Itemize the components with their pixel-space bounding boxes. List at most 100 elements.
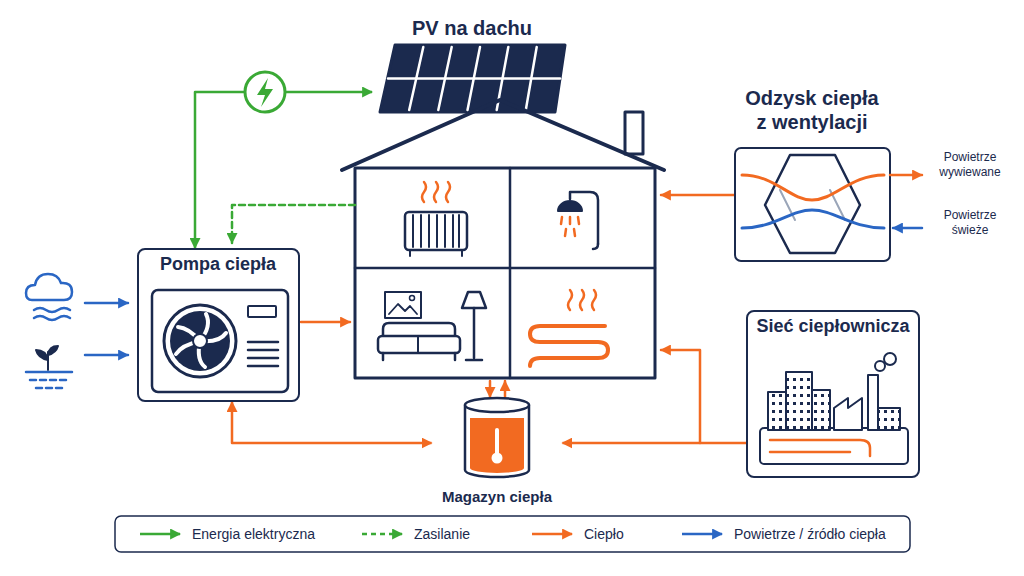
heat-storage-node: Magazyn ciepła bbox=[432, 398, 563, 510]
shower-icon-part bbox=[561, 217, 579, 236]
supply-dashed-line bbox=[232, 205, 355, 243]
radiator-icon-part bbox=[434, 182, 438, 202]
heat-exchanger bbox=[735, 148, 922, 261]
heat-pump-unit-part bbox=[248, 357, 278, 360]
floor-heating-icon-part bbox=[568, 290, 596, 310]
air-source-icon-part bbox=[34, 316, 70, 320]
heat-exchanger-part bbox=[890, 174, 922, 177]
air-source-icon-part bbox=[26, 274, 72, 300]
legend-item: Ciepło bbox=[530, 524, 624, 544]
living-room-icon-part bbox=[382, 353, 385, 360]
floor-heating-icon bbox=[530, 290, 608, 366]
heat-arrow-part bbox=[661, 350, 700, 443]
city-illustration-part bbox=[760, 428, 908, 464]
pv-panel-node: PV na dachu bbox=[372, 12, 572, 118]
pv-panel-part bbox=[380, 45, 565, 112]
node-title: Pompa ciepła bbox=[160, 254, 276, 276]
heat-pump-unit-part bbox=[193, 334, 207, 348]
heat-exchanger-part bbox=[742, 175, 884, 200]
radiator-icon-part bbox=[412, 215, 414, 247]
legend-line bbox=[140, 533, 180, 536]
living-room-icon-part bbox=[410, 296, 415, 301]
living-room-icon-part bbox=[466, 359, 482, 362]
pv-panel-part bbox=[409, 47, 423, 110]
city-illustration-part bbox=[875, 361, 885, 371]
legend-box bbox=[115, 516, 910, 552]
supply-dashed-line-part bbox=[232, 205, 355, 243]
house-part bbox=[355, 168, 655, 378]
heat-arrow-part bbox=[661, 194, 734, 197]
shower-icon-part bbox=[569, 217, 572, 224]
heat-storage-tank-drawing bbox=[465, 398, 529, 477]
legend-item: Powietrze / źródło ciepła bbox=[680, 524, 886, 544]
pv-panel-part bbox=[468, 47, 481, 110]
city-illustration bbox=[760, 353, 908, 464]
living-room-icon-part bbox=[383, 323, 455, 336]
heat-arrow-part bbox=[504, 381, 507, 397]
heat-pump-unit bbox=[152, 290, 288, 392]
city-illustration-part bbox=[884, 353, 896, 365]
heat-pump-unit-part bbox=[248, 365, 278, 368]
heat-storage-tank-drawing-part bbox=[470, 418, 524, 473]
radiator-icon-part bbox=[452, 215, 454, 247]
heat-pump-unit-part bbox=[152, 290, 288, 392]
legend-sample bbox=[360, 527, 406, 541]
shower-icon-part bbox=[574, 229, 575, 236]
source-arrow bbox=[85, 303, 128, 355]
lightning-symbol-part bbox=[257, 78, 273, 107]
city-illustration-part bbox=[768, 392, 786, 430]
radiator-icon-part bbox=[446, 182, 450, 202]
living-room-icon bbox=[378, 292, 486, 360]
node-title: Sieć ciepłownicza bbox=[756, 316, 909, 338]
house-part bbox=[355, 267, 655, 270]
heat-exchanger-part bbox=[893, 227, 922, 230]
legend-line bbox=[532, 533, 572, 536]
legend-line bbox=[682, 533, 722, 536]
radiator-icon-part bbox=[436, 215, 438, 247]
radiator-icon-part bbox=[444, 215, 446, 247]
house-part bbox=[509, 168, 512, 378]
heat-pump-unit-part bbox=[248, 341, 278, 344]
ground-source-icon-part bbox=[26, 372, 72, 388]
heat-pump-unit-part bbox=[248, 306, 276, 317]
legend-box-part bbox=[115, 516, 910, 552]
city-illustration-part bbox=[834, 398, 862, 430]
legend-sample bbox=[530, 527, 576, 541]
radiator-icon-part bbox=[422, 182, 426, 202]
heat-pump-unit-part bbox=[248, 349, 278, 352]
shower-icon-part bbox=[558, 201, 582, 211]
heat-arrow-part bbox=[301, 321, 350, 324]
legend-item: Energia elektryczna bbox=[138, 524, 315, 544]
radiator-icon-part bbox=[428, 215, 430, 247]
house-part bbox=[625, 112, 643, 154]
floor-heating-icon-part bbox=[580, 290, 584, 310]
air-source-icon bbox=[26, 274, 72, 320]
heat-arrow-part bbox=[489, 381, 492, 397]
node-title: Magazyn ciepła bbox=[442, 488, 552, 506]
district-heating-box: Sieć ciepłownicza bbox=[746, 310, 920, 478]
heat-pump-unit-part bbox=[176, 314, 226, 367]
living-room-icon-part bbox=[462, 292, 486, 308]
radiator-icon-part bbox=[409, 250, 411, 256]
heat-pump-unit-part bbox=[170, 311, 230, 371]
heat-pump-box: Pompa ciepła bbox=[137, 248, 300, 402]
node-title: PV na dachu bbox=[412, 16, 532, 40]
ground-source-icon-part bbox=[36, 387, 62, 390]
heat-exchanger-part bbox=[765, 155, 860, 253]
shower-icon bbox=[558, 192, 598, 249]
air-source-icon-part bbox=[34, 308, 70, 312]
shower-icon-part bbox=[578, 217, 579, 224]
legend-text: Ciepło bbox=[584, 526, 624, 542]
shower-icon-part bbox=[561, 217, 562, 224]
node-title: Odzysk ciepła z wentylacji bbox=[740, 86, 885, 134]
legend-line bbox=[362, 533, 402, 536]
legend-sample bbox=[680, 527, 726, 541]
air-label: Powietrze świeże bbox=[925, 208, 1015, 238]
legend-sample bbox=[138, 527, 184, 541]
lightning-symbol-part bbox=[245, 72, 285, 112]
radiator-icon-part bbox=[458, 215, 460, 247]
pv-panel-part bbox=[388, 47, 560, 110]
pv-panel-part bbox=[438, 47, 451, 110]
city-illustration-part bbox=[868, 375, 878, 430]
legend-text: Energia elektryczna bbox=[192, 526, 315, 542]
